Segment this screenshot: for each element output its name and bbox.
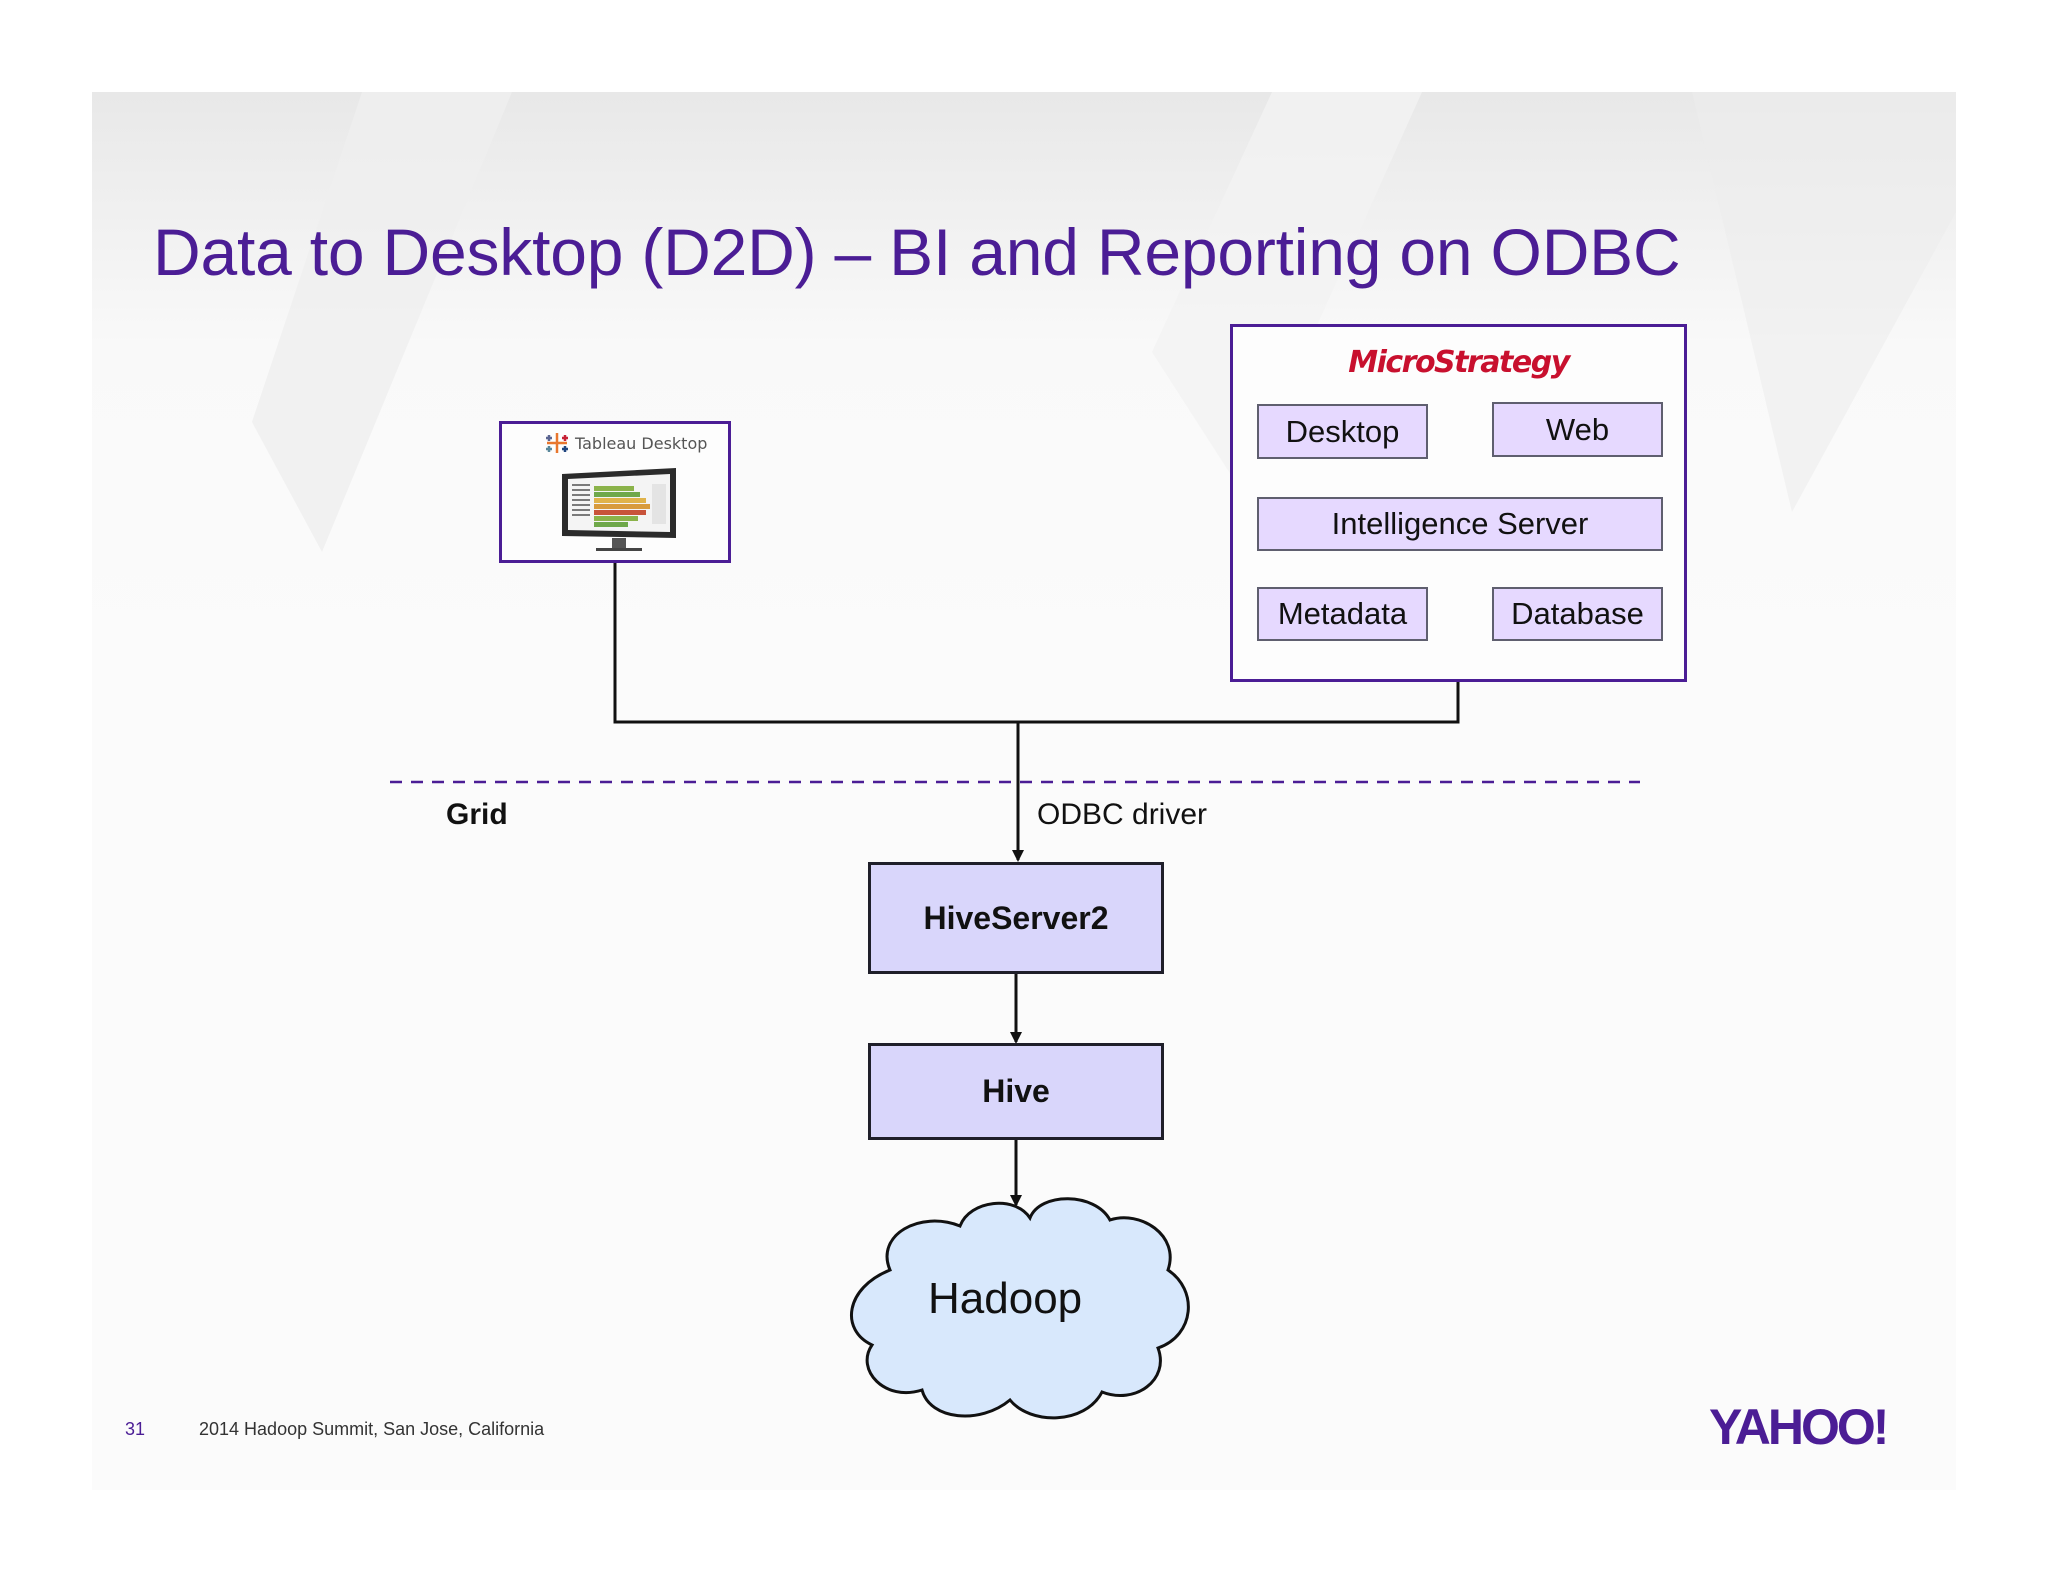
page-number: 31 xyxy=(125,1419,146,1439)
hiveserver2-box: HiveServer2 xyxy=(868,862,1164,974)
hive-box: Hive xyxy=(868,1043,1164,1140)
yahoo-logo: YAHOO! xyxy=(1709,1399,1889,1455)
ms-web-box: Web xyxy=(1492,402,1663,457)
hadoop-cloud-icon xyxy=(849,1197,1190,1420)
ms-desktop-box: Desktop xyxy=(1257,404,1428,459)
tableau-desktop-box: Tableau Desktop xyxy=(499,421,731,563)
tableau-monitor-icon xyxy=(562,468,676,551)
odbc-driver-label: ODBC driver xyxy=(1037,798,1208,831)
tableau-label: Tableau Desktop xyxy=(575,433,708,453)
ms-intelligence-server-box: Intelligence Server xyxy=(1257,497,1663,551)
tableau-connector xyxy=(613,563,1460,724)
ms-database-box: Database xyxy=(1492,587,1663,641)
tableau-header: Tableau Desktop xyxy=(544,430,707,456)
microstrategy-logo: MicroStrategy xyxy=(1348,345,1570,380)
hadoop-label: Hadoop xyxy=(928,1274,1083,1323)
tableau-logo-icon xyxy=(546,433,568,453)
grid-label: Grid xyxy=(446,798,508,831)
slide-title: Data to Desktop (D2D) – BI and Reporting… xyxy=(153,215,1681,289)
ms-metadata-box: Metadata xyxy=(1257,587,1428,641)
footer-text: 2014 Hadoop Summit, San Jose, California xyxy=(199,1419,545,1439)
